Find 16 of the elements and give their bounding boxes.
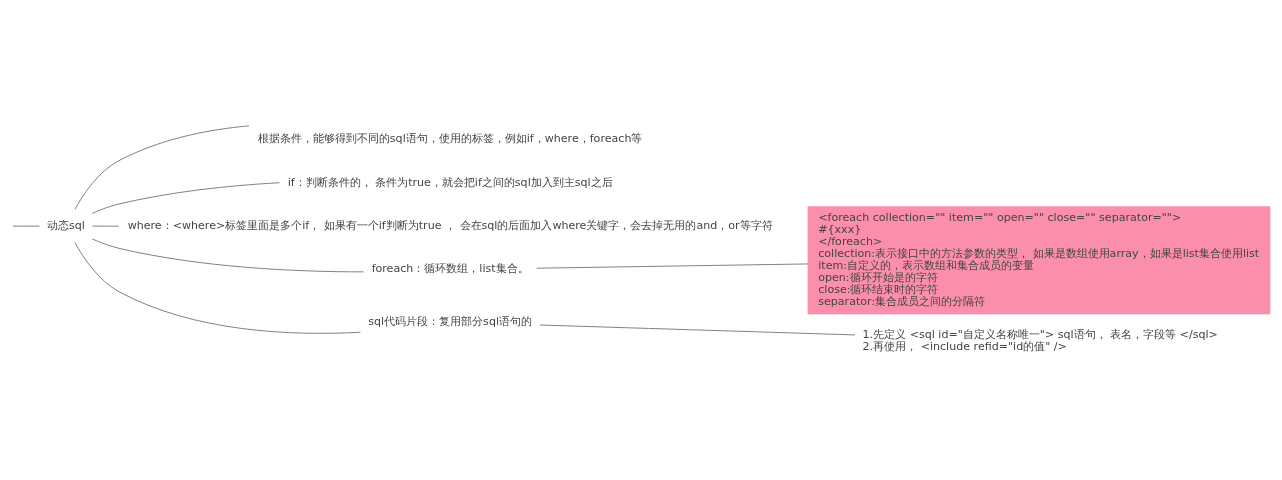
node-text: foreach：循环数组，list集合。 — [371, 262, 529, 276]
node-text: 根据条件，能够得到不同的sql语句，使用的标签，例如if，where，foreach等 — [257, 132, 643, 146]
node-box: <foreach collection="" item="" open="" close="" separator=""> #{xxx} </foreach> collection:表示接口中的方法参数的类型， 如果是数组使用array，如果是list集合使用list item:自定义的，表示数组和集合成员的变量 open:循环开始是的字符 close:循环结束时的字符 separator:集合成员之间的分隔符 — [807, 206, 1271, 315]
node-text: 1.先定义 <sql id="自定义名称唯一"> sql语句， 表名，字段等 </sql> 2.再使用， <include refid="id的值" /> — [862, 327, 1218, 353]
connector — [74, 242, 361, 334]
connector — [12, 225, 40, 227]
connector — [91, 238, 364, 273]
connector — [92, 225, 120, 227]
node-text: sql代码片段：复用部分sql语句的 — [368, 315, 533, 329]
node-text: 动态sql — [46, 219, 85, 233]
node-text: if：判断条件的， 条件为true，就会把if之间的sql加入到主sql之后 — [287, 175, 613, 189]
connector — [91, 182, 281, 214]
connector — [74, 125, 250, 210]
connector — [539, 324, 856, 336]
node-text: where：<where>标签里面是多个if， 如果有一个if判断为true ， 会在sql的后面加入where关键字，会去掉无用的and，or等字符 — [127, 219, 773, 233]
connector — [536, 263, 809, 269]
